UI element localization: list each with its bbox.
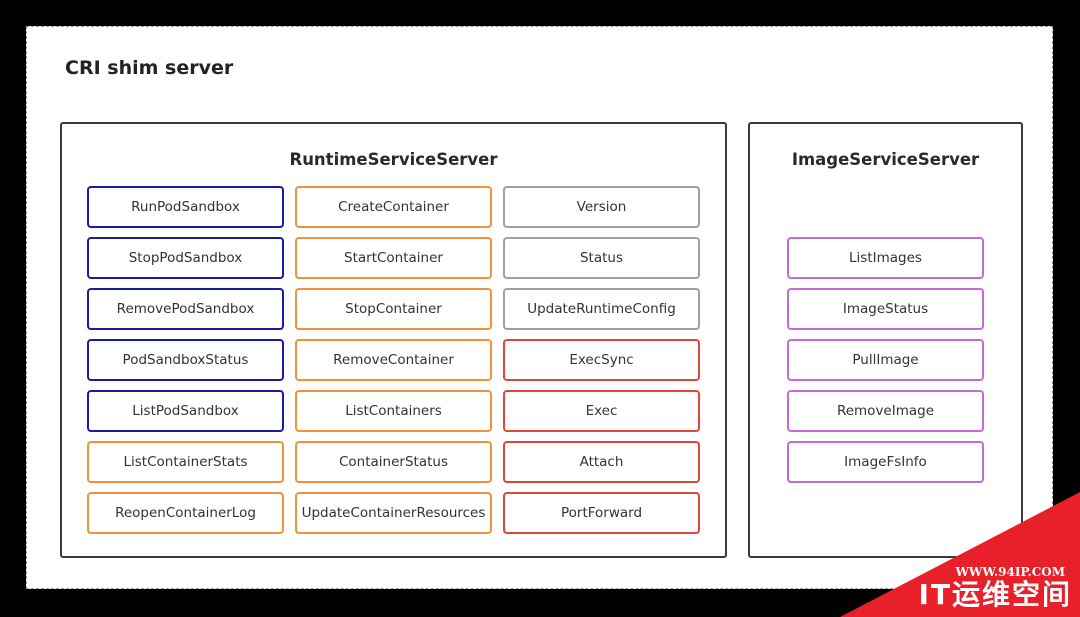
- runtime-op-box: ReopenContainerLog: [87, 492, 284, 534]
- runtime-op-box: StopContainer: [295, 288, 492, 330]
- runtime-op-box: ListContainerStats: [87, 441, 284, 483]
- runtime-op-box: UpdateRuntimeConfig: [503, 288, 700, 330]
- image-op-box: RemoveImage: [787, 390, 984, 432]
- runtime-op-box: RemovePodSandbox: [87, 288, 284, 330]
- runtime-op-box: ExecSync: [503, 339, 700, 381]
- runtime-op-box: ListPodSandbox: [87, 390, 284, 432]
- runtime-op-box: StopPodSandbox: [87, 237, 284, 279]
- runtime-op-box: Status: [503, 237, 700, 279]
- runtime-service-server-title: RuntimeServiceServer: [289, 150, 498, 169]
- runtime-op-box: StartContainer: [295, 237, 492, 279]
- runtime-op-box: ContainerStatus: [295, 441, 492, 483]
- runtime-op-box: Version: [503, 186, 700, 228]
- runtime-op-box: Attach: [503, 441, 700, 483]
- runtime-op-box: Exec: [503, 390, 700, 432]
- runtime-op-box: RunPodSandbox: [87, 186, 284, 228]
- image-op-box: ListImages: [787, 237, 984, 279]
- runtime-op-box: PortForward: [503, 492, 700, 534]
- cri-shim-server-title: CRI shim server: [65, 57, 234, 79]
- watermark-triangle: [840, 492, 1080, 617]
- image-service-server-title: ImageServiceServer: [791, 150, 980, 169]
- watermark-url: WWW.94IP.COM: [955, 565, 1065, 579]
- image-op-box: ImageStatus: [787, 288, 984, 330]
- runtime-op-box: UpdateContainerResources: [295, 492, 492, 534]
- runtime-op-box: PodSandboxStatus: [87, 339, 284, 381]
- runtime-op-box: CreateContainer: [295, 186, 492, 228]
- image-op-box: PullImage: [787, 339, 984, 381]
- runtime-op-box: RemoveContainer: [295, 339, 492, 381]
- runtime-op-box: ListContainers: [295, 390, 492, 432]
- watermark-name: IT运维空间: [918, 578, 1072, 611]
- watermark: WWW.94IP.COM IT运维空间: [840, 492, 1080, 617]
- image-op-box: ImageFsInfo: [787, 441, 984, 483]
